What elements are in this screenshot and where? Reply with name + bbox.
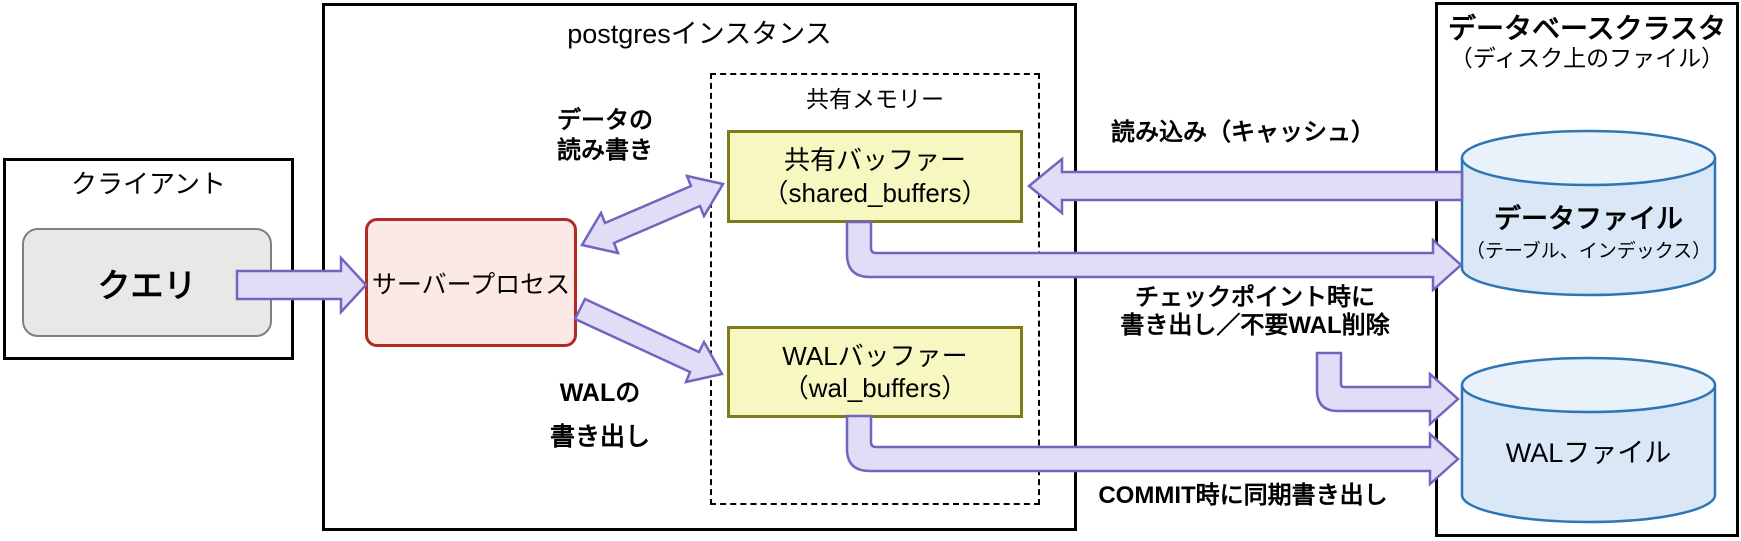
shared-buffer-label: 共有バッファー <box>783 145 966 175</box>
wal-buffer-box: WALバッファー （wal_buffers） <box>727 326 1023 418</box>
database-cluster-title: データベースクラスタ <box>1447 13 1727 44</box>
query-to-server-arrow <box>235 254 368 316</box>
commit-label: COMMIT時に同期書き出し <box>1098 482 1388 509</box>
wal-file-cylinder <box>1460 356 1717 524</box>
server-shared-buffer-arrow <box>580 174 725 255</box>
data-file-cylinder <box>1460 129 1717 297</box>
wal-write-label: WALの 書き出し <box>549 379 650 451</box>
wal-buffer-label: WALバッファー <box>782 340 968 371</box>
shared-buffer-box: 共有バッファー （shared_buffers） <box>727 130 1023 223</box>
wal-file-label: WALファイル <box>1505 438 1672 468</box>
server-process-label: サーバープロセス <box>371 270 571 299</box>
shared-buffer-to-data-file-arrow <box>845 220 1463 293</box>
read-cache-arrow <box>1027 156 1464 216</box>
checkpoint-label: チェックポイント時に 書き出し／不要WAL削除 <box>1120 284 1390 339</box>
checkpoint-wal-delete-arrow <box>1315 351 1460 427</box>
query-box: クエリ <box>22 228 272 337</box>
shared-memory-box <box>710 73 1040 505</box>
wal-buffer-param: （wal_buffers） <box>782 373 968 403</box>
shared-buffer-param: （shared_buffers） <box>762 177 988 208</box>
database-cluster-subtitle: （ディスク上のファイル） <box>1449 45 1725 71</box>
server-process-box: サーバープロセス <box>365 218 577 347</box>
postgres-instance-title: postgresインスタンス <box>567 19 832 49</box>
data-read-write-label: データの 読み書き <box>557 107 653 164</box>
client-title: クライアント <box>71 169 226 199</box>
read-cache-label: 読み込み（キャッシュ） <box>1111 119 1375 146</box>
query-label: クエリ <box>97 266 197 304</box>
server-wal-buffer-arrow <box>573 297 724 384</box>
shared-memory-title: 共有メモリー <box>806 86 944 112</box>
data-file-label: データファイル （テーブル、インデックス） <box>1465 204 1712 262</box>
wal-buffer-to-wal-file-arrow <box>845 414 1460 487</box>
